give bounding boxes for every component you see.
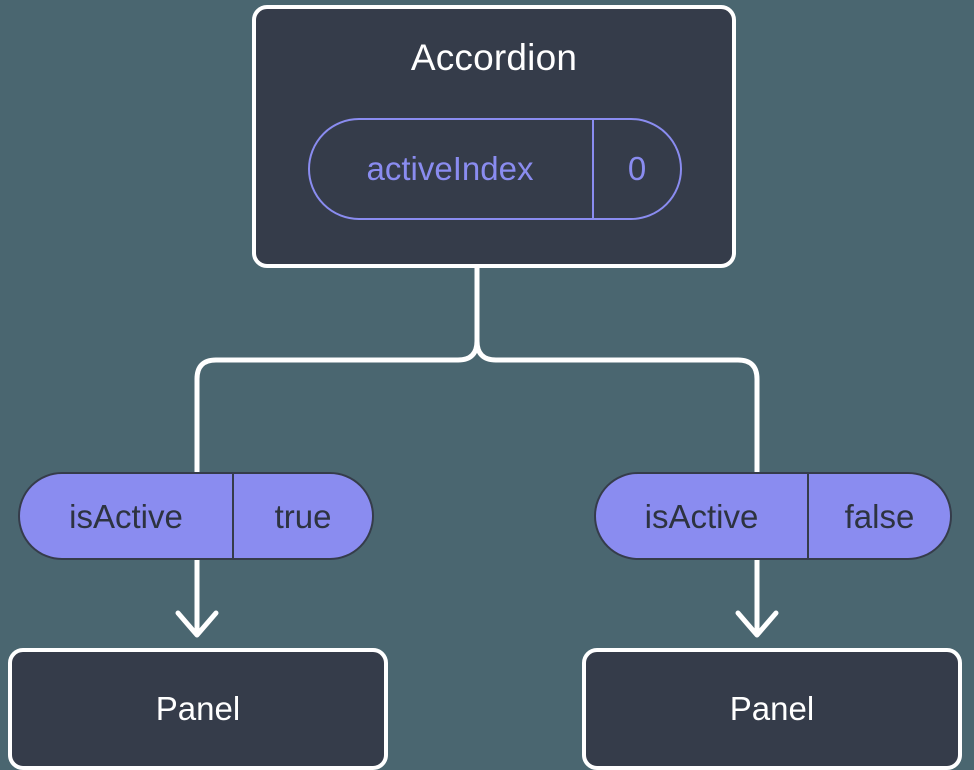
panel-component-box-right[interactable]: Panel xyxy=(582,648,962,770)
prop-pill-isactive-false[interactable]: isActive false xyxy=(594,472,952,560)
left-arrow-head xyxy=(175,610,219,638)
state-pill-value: 0 xyxy=(627,150,647,187)
panel-title-left: Panel xyxy=(155,689,241,727)
accordion-title: Accordion xyxy=(410,37,578,78)
state-pill-activeindex[interactable]: activeIndex 0 xyxy=(308,118,682,220)
prop-pill-value-left: true xyxy=(274,497,332,535)
prop-pill-key-left: isActive xyxy=(20,474,234,558)
trunk-connector xyxy=(194,265,480,476)
panel-title-right: Panel xyxy=(729,689,815,727)
prop-pill-key-right: isActive xyxy=(596,474,809,558)
right-arrow-head xyxy=(735,610,779,638)
trunk-connector-right xyxy=(474,265,760,476)
panel-component-box-left[interactable]: Panel xyxy=(8,648,388,770)
prop-pill-isactive-true[interactable]: isActive true xyxy=(18,472,374,560)
prop-pill-value-right: false xyxy=(844,497,915,535)
state-pill-key: activeIndex xyxy=(310,120,594,218)
